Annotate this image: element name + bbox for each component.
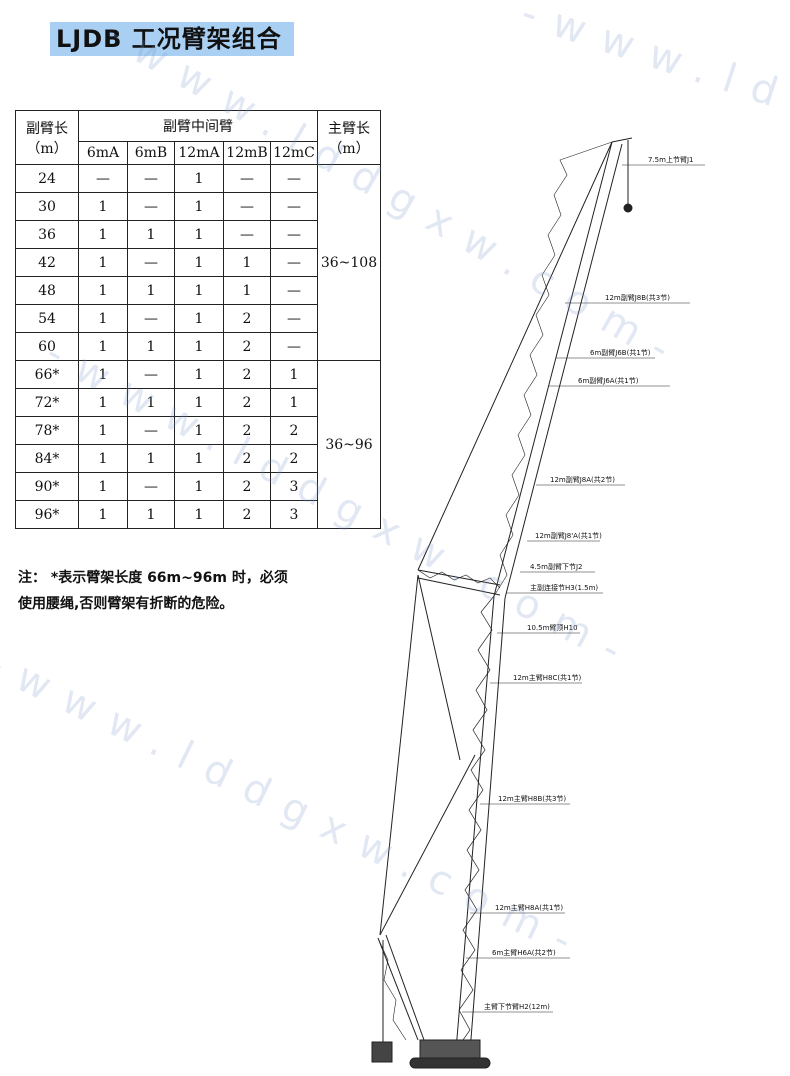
table-cell: 1 (174, 500, 224, 529)
label-j6b: 6m副臂J6B(共1节) (590, 348, 651, 357)
mast (377, 574, 476, 1042)
table-cell: 1 (223, 276, 271, 305)
table-cell: 1 (127, 388, 175, 417)
table-cell: 1 (127, 500, 175, 529)
table-cell: 2 (223, 416, 271, 445)
note-line-2: 使用腰绳,否则臂架有折断的危险。 (18, 596, 234, 612)
boom-combination-table: 副臂长（m） 副臂中间臂 主臂长（m） 6mA 6mB 12mA 12mB 12… (15, 110, 381, 529)
table-cell: 30 (15, 192, 79, 221)
label-j1: 7.5m上节臂J1 (648, 155, 693, 164)
jib (493, 137, 633, 599)
table-cell: — (127, 416, 175, 445)
table-cell: — (127, 248, 175, 277)
crane-labels: 7.5m上节臂J1 12m副臂J8B(共3节) 6m副臂J6B(共1节) 6m副… (484, 155, 693, 1011)
table-cell: — (223, 220, 271, 249)
table-cell: 42 (15, 248, 79, 277)
page-title: LJDB 工况臂架组合 (50, 22, 294, 56)
table-cell: 36 (15, 220, 79, 249)
table-row: 24——1——36~108 (15, 164, 381, 361)
label-h2: 主臂下节臂H2(12m) (484, 1002, 550, 1011)
table-cell: — (127, 304, 175, 333)
table-cell: 90* (15, 472, 79, 501)
header-jib-middle: 副臂中间臂 (78, 110, 318, 142)
label-j8prime-a: 12m副臂J8'A(共1节) (535, 531, 602, 540)
table-cell: 1 (78, 472, 128, 501)
label-h8a: 12m主臂H8A(共1节) (495, 903, 563, 912)
note-line-1: 注： *表示臂架长度 66m~96m 时，必须 (18, 570, 288, 586)
header-main-boom: 主臂长（m） (317, 110, 381, 165)
table-cell: — (223, 164, 271, 193)
table-cell: 3 (270, 472, 318, 501)
table-cell: 1 (174, 192, 224, 221)
jib-strut (417, 141, 613, 761)
label-h8c: 12m主臂H8C(共1节) (513, 673, 582, 682)
table-cell: — (270, 276, 318, 305)
table-cell: 84* (15, 444, 79, 473)
table-cell: — (270, 332, 318, 361)
sub-header: 12mA (174, 141, 224, 165)
label-h6a: 6m主臂H6A(共2节) (492, 948, 556, 957)
label-j2: 4.5m副臂下节J2 (530, 562, 582, 571)
label-h10: 10.5m臂顶H10 (527, 623, 578, 632)
table-cell: — (270, 164, 318, 193)
main-boom-range: 36~96 (317, 360, 381, 529)
header-jib-length: 副臂长（m） (15, 110, 79, 165)
table-cell: 1 (174, 164, 224, 193)
note: 注： *表示臂架长度 66m~96m 时，必须 使用腰绳,否则臂架有折断的危险。 (18, 565, 378, 617)
table-cell: — (127, 472, 175, 501)
table-cell: 66* (15, 360, 79, 389)
label-j8b: 12m副臂J8B(共3节) (605, 293, 670, 302)
table-cell: 96* (15, 500, 79, 529)
table-cell: 60 (15, 332, 79, 361)
label-h3: 主副连接节H3(1.5m) (530, 583, 598, 592)
main-boom-range: 36~108 (317, 164, 381, 361)
table-cell: — (270, 304, 318, 333)
table-cell: 72* (15, 388, 79, 417)
table-cell: 2 (270, 416, 318, 445)
label-j6a: 6m副臂J6A(共1节) (578, 376, 639, 385)
table-cell: 2 (223, 444, 271, 473)
table-cell: 1 (174, 360, 224, 389)
table-cell: — (127, 360, 175, 389)
sub-header: 6mB (127, 141, 175, 165)
table-cell: 1 (174, 248, 224, 277)
main-boom (455, 595, 506, 1053)
table-cell: — (270, 192, 318, 221)
label-j8a: 12m副臂J8A(共2节) (550, 475, 615, 484)
table-cell: 1 (174, 276, 224, 305)
table-cell: 24 (15, 164, 79, 193)
table-cell: 2 (270, 444, 318, 473)
table-cell: 3 (270, 500, 318, 529)
table-cell: 1 (270, 388, 318, 417)
table-cell: — (223, 192, 271, 221)
table-cell: 1 (174, 416, 224, 445)
table-cell: 54 (15, 304, 79, 333)
table-cell: 1 (174, 388, 224, 417)
label-h8b: 12m主臂H8B(共3节) (498, 794, 566, 803)
table-cell: 2 (223, 332, 271, 361)
sub-header: 6mA (78, 141, 128, 165)
table-cell: 1 (127, 276, 175, 305)
table-cell: 1 (174, 332, 224, 361)
crawler-base (371, 1039, 491, 1069)
sub-header: 12mC (270, 141, 318, 165)
table-cell: 78* (15, 416, 79, 445)
table-cell: 1 (127, 444, 175, 473)
